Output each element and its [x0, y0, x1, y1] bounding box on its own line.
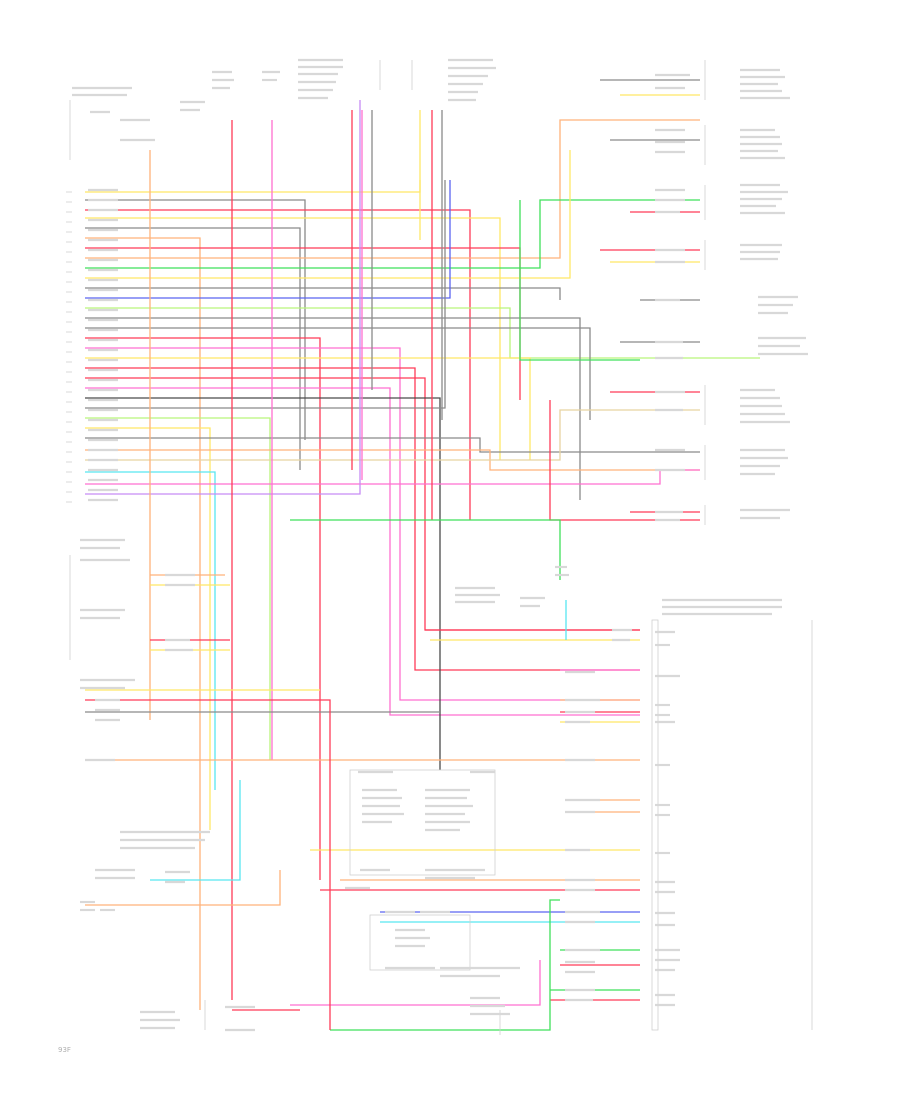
wire-cyan-29 — [85, 471, 216, 790]
main-connector-pins — [66, 191, 72, 503]
wire-violet-31 — [85, 100, 361, 495]
wire-green-m27 — [290, 519, 561, 580]
wire-gray-2 — [85, 199, 306, 440]
wire-black-22 — [85, 397, 441, 770]
wire-yellow-10 — [85, 150, 571, 279]
illegible-label-marks — [72, 58, 808, 1032]
wire-red-m25 — [85, 699, 331, 1030]
wire-blue-12 — [85, 180, 451, 299]
wire-pink-21 — [85, 387, 640, 716]
component-outlines — [69, 60, 813, 1035]
wire-layer — [85, 79, 760, 1031]
wire-gray-23 — [85, 180, 446, 409]
wire-cyan-m23 — [150, 780, 241, 881]
wire-orange-8 — [85, 119, 700, 259]
relay-module-box — [349, 769, 496, 876]
sub-relay-box — [369, 914, 471, 971]
wire-tan-28 — [85, 409, 700, 461]
wire-gray-26 — [85, 437, 700, 453]
wire-green-r12 — [519, 200, 640, 361]
wire-yellow-18 — [85, 357, 531, 460]
main-module-bracket — [651, 619, 659, 1031]
wire-red-r10 — [549, 400, 700, 521]
wire-green-m19 — [330, 899, 560, 1031]
wire-red-16 — [85, 337, 321, 880]
wire-pink-17 — [85, 347, 640, 701]
reference-code: 93F — [58, 1046, 71, 1054]
wire-gray-15 — [85, 327, 591, 420]
wire-gray-14 — [85, 317, 581, 500]
wire-orange-6 — [85, 237, 201, 1010]
wire-lightgreen-13 — [85, 307, 760, 359]
wire-yellow-25 — [85, 427, 211, 830]
wire-gray-5 — [85, 227, 301, 470]
wire-orange-m22 — [85, 870, 281, 906]
wire-yellow-4 — [85, 217, 501, 460]
wire-lightgreen-24 — [85, 417, 271, 760]
wire-green-9 — [85, 199, 700, 269]
wire-red-3 — [85, 209, 471, 520]
wire-pink-m20 — [290, 960, 541, 1006]
wire-yellow-1 — [85, 180, 421, 193]
wire-gray-11 — [85, 287, 561, 300]
wire-red-19 — [85, 367, 640, 671]
